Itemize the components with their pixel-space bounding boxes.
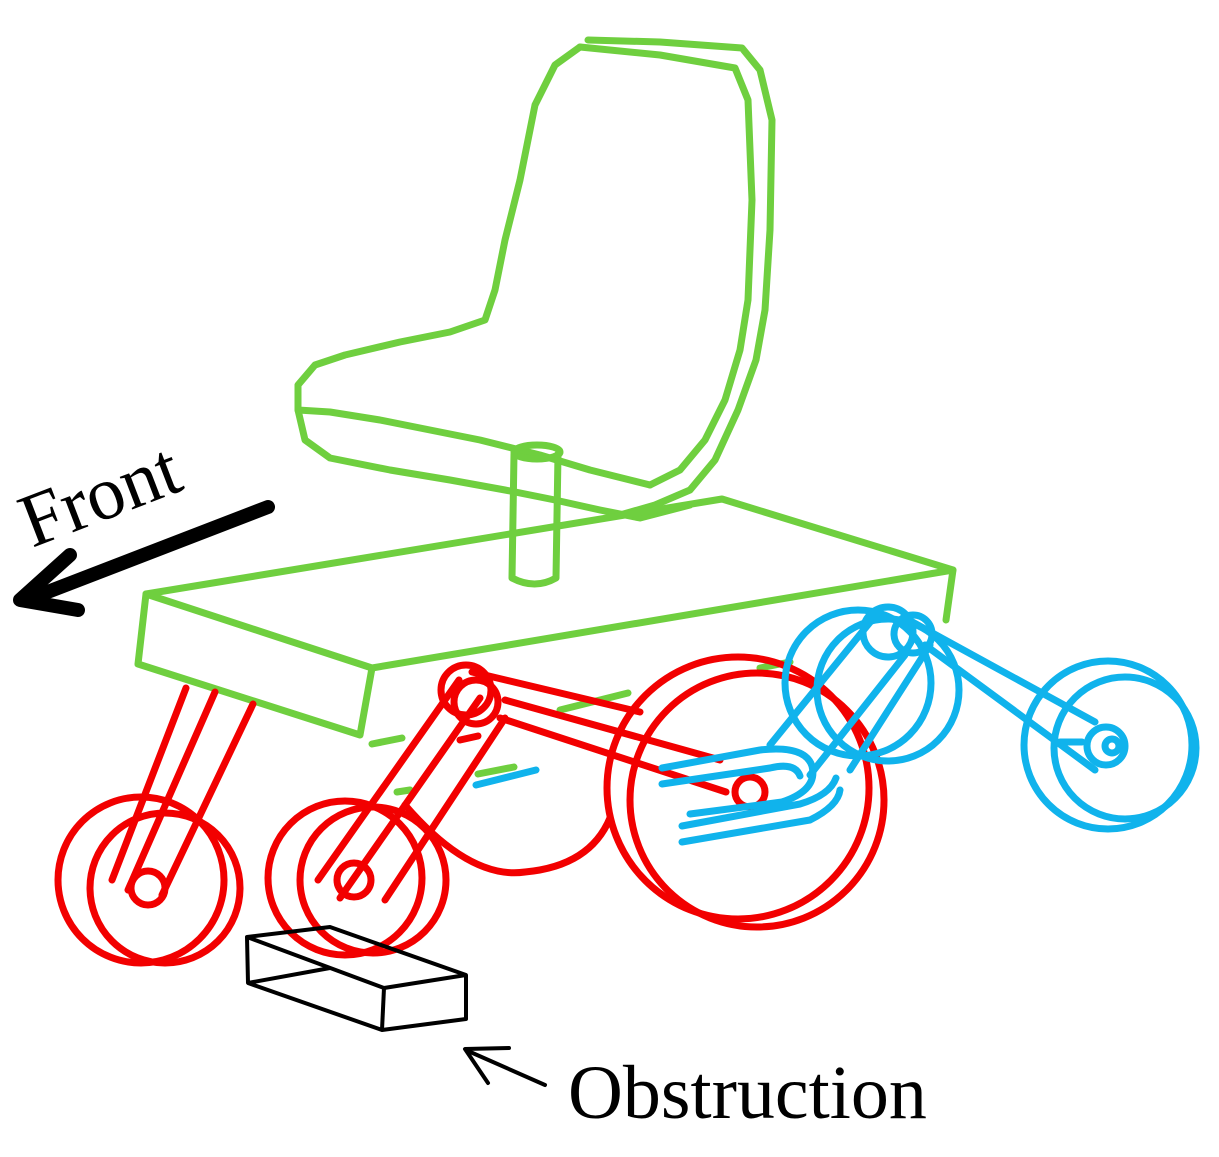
- obstruction-indicator: Obstruction: [463, 1046, 927, 1135]
- main-drive-wheel: [603, 653, 888, 931]
- seat-backrest-outer: [584, 36, 776, 519]
- frame-right-side: [942, 566, 957, 624]
- seat-backrest-front: [294, 43, 654, 489]
- middle-wheel-linkage: [264, 661, 730, 959]
- obstruction-arrow-shaft: [466, 1049, 547, 1087]
- frame-front-face: [134, 590, 376, 739]
- obstruction-block: [245, 925, 468, 1032]
- front-caster-wheel: [54, 684, 257, 967]
- seat-backrest-inner: [576, 43, 756, 489]
- front-arrow-shaft: [25, 500, 275, 605]
- front-arrow-head: [13, 548, 85, 617]
- rear-linkage-assembly: [472, 603, 1200, 846]
- seat-post-body: [508, 450, 562, 588]
- obstruction-label: Obstruction: [568, 1051, 927, 1135]
- seat-cushion-bottom: [294, 406, 694, 522]
- red-wheel-assembly: [54, 653, 888, 967]
- seat: [294, 36, 776, 588]
- obstruction-arrow-head: [463, 1046, 511, 1085]
